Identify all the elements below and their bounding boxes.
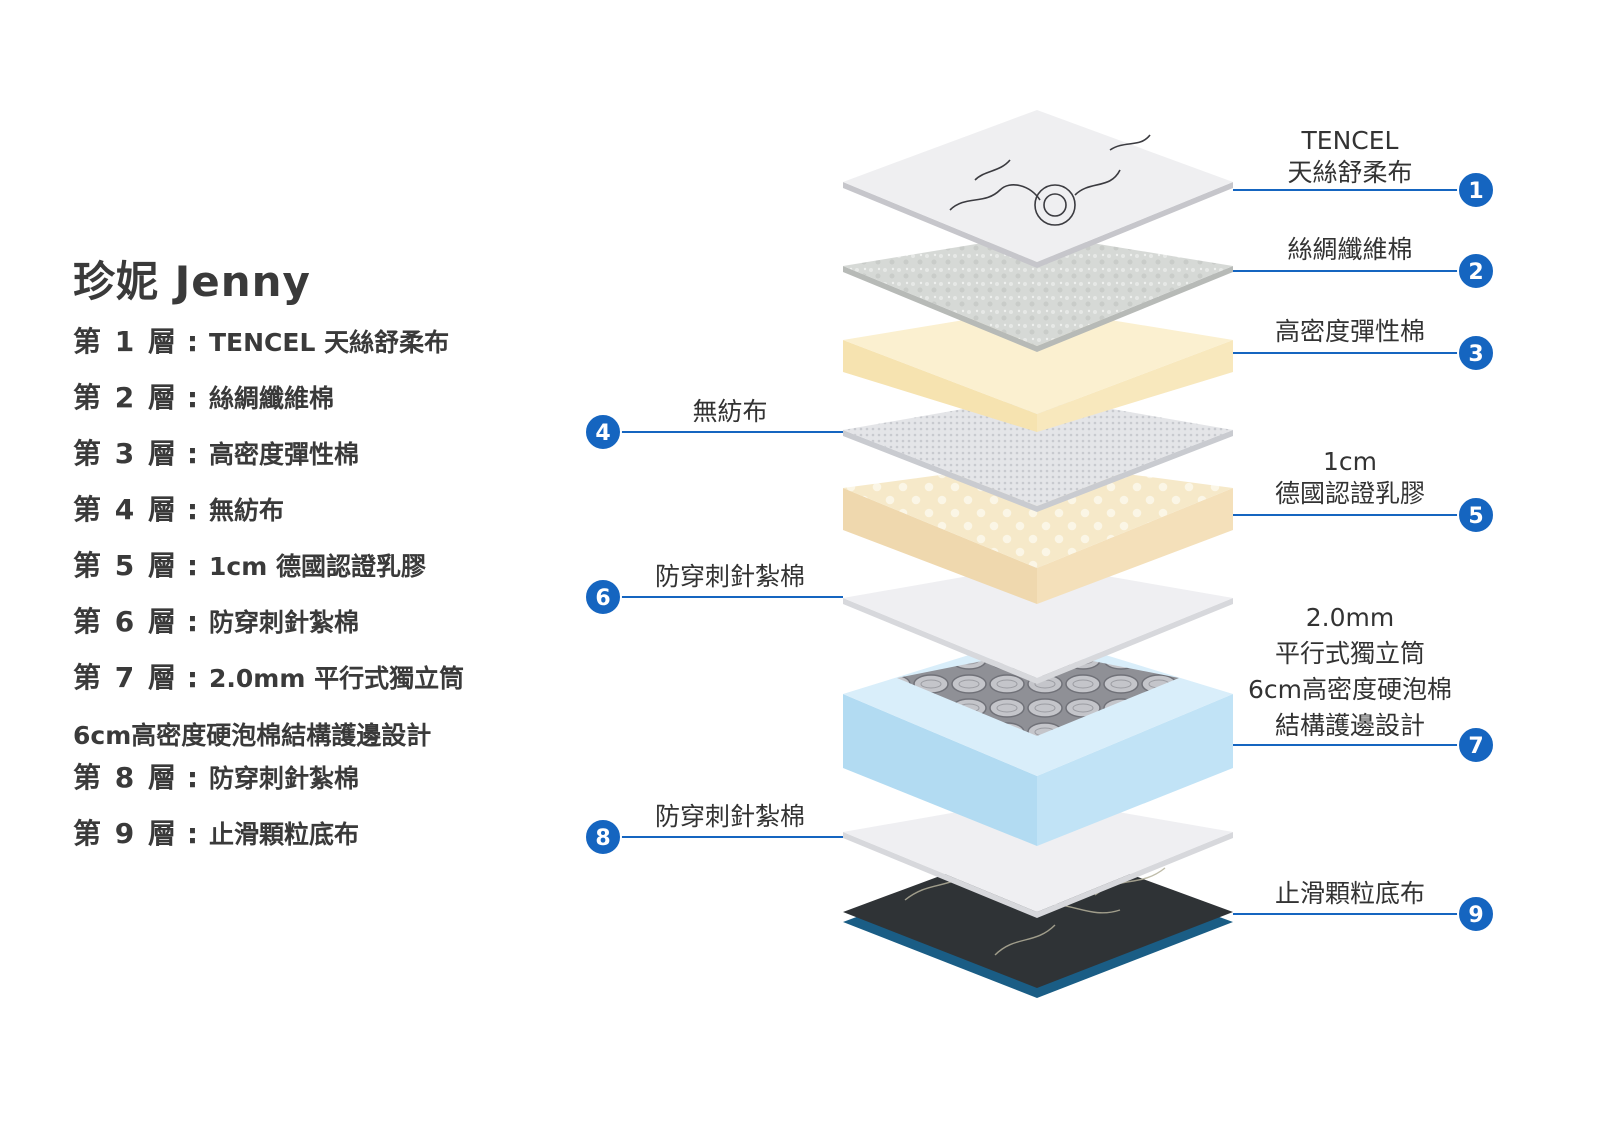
callout-line: 天絲舒柔布: [1287, 158, 1413, 187]
callout-line: 平行式獨立筒: [1274, 639, 1425, 668]
callout-line: 結構護邊設計: [1274, 711, 1425, 740]
layer-text: TENCEL 天絲舒柔布: [209, 328, 450, 357]
badge-number: 7: [1468, 734, 1483, 759]
layer-3-hd-foam: [843, 308, 1233, 432]
numbered-circle-badge-icon: [1457, 496, 1495, 534]
layer-label: 第 9 層: [73, 817, 178, 850]
layer-text: 防穿刺針紮棉: [209, 608, 360, 637]
layer-label: 第 2 層: [73, 381, 178, 414]
layer-text: 高密度彈性棉: [209, 440, 360, 469]
layer-list-item-9: 第 9 層 : 止滑顆粒底布: [73, 812, 359, 852]
numbered-circle-badge-icon: [584, 818, 622, 856]
layer-text: 止滑顆粒底布: [209, 820, 360, 849]
layer-7-pocket-springs: [843, 634, 1233, 846]
callout-line: 2.0mm: [1305, 603, 1395, 632]
layer-text-continued: 6cm高密度硬泡棉結構護邊設計: [73, 721, 432, 750]
badge-number: 9: [1468, 903, 1483, 928]
layer-label: 第 4 層: [73, 493, 178, 526]
callout-line: 1cm: [1322, 447, 1377, 476]
callout-badge-7: 7: [1457, 726, 1495, 764]
callout-badge-1: 1: [1457, 171, 1495, 209]
callout-badge-3: 3: [1457, 334, 1495, 372]
callout-label-5: 1cm 德國認證乳膠: [1250, 446, 1450, 510]
numbered-circle-badge-icon: [1457, 171, 1495, 209]
layer-list-item-2: 第 2 層 : 絲綢纖維棉: [73, 376, 334, 416]
badge-number: 5: [1468, 504, 1483, 529]
badge-number: 4: [595, 421, 610, 446]
callout-badge-8: 8: [584, 818, 622, 856]
callout-badge-5: 5: [1457, 496, 1495, 534]
layer-list-item-4: 第 4 層 : 無紡布: [73, 488, 284, 528]
callout-label-1: TENCEL 天絲舒柔布: [1250, 125, 1450, 189]
layer-sep: :: [186, 761, 201, 794]
layer-list-item-7: 第 7 層 : 2.0mm 平行式獨立筒: [73, 656, 464, 696]
numbered-circle-badge-icon: [1457, 895, 1495, 933]
callout-label-7: 2.0mm 平行式獨立筒 6cm高密度硬泡棉 結構護邊設計: [1240, 600, 1460, 744]
callout-label-6: 防穿刺針紮棉: [630, 561, 830, 593]
numbered-circle-badge-icon: [1457, 334, 1495, 372]
layer-list-item-5: 第 5 層 : 1cm 德國認證乳膠: [73, 544, 426, 584]
callout-line: 6cm高密度硬泡棉: [1247, 675, 1452, 704]
callout-line: TENCEL: [1301, 126, 1399, 155]
callout-badge-9: 9: [1457, 895, 1495, 933]
layer-sep: :: [186, 661, 201, 694]
layer-list-item-6: 第 6 層 : 防穿刺針紮棉: [73, 600, 359, 640]
badge-number: 6: [595, 586, 610, 611]
callout-label-3: 高密度彈性棉: [1250, 316, 1450, 348]
layer-label: 第 6 層: [73, 605, 178, 638]
layer-label: 第 5 層: [73, 549, 178, 582]
callout-line: 無紡布: [692, 397, 768, 426]
layer-sep: :: [186, 381, 201, 414]
layer-6-needle-felt: [843, 564, 1233, 684]
layer-list-item-1: 第 1 層 : TENCEL 天絲舒柔布: [73, 320, 449, 360]
callout-label-8: 防穿刺針紮棉: [630, 801, 830, 833]
layer-label: 第 1 層: [73, 325, 178, 358]
callout-badge-6: 6: [584, 578, 622, 616]
callout-line: 止滑顆粒底布: [1274, 879, 1425, 908]
layer-list-item-3: 第 3 層 : 高密度彈性棉: [73, 432, 359, 472]
numbered-circle-badge-icon: [584, 413, 622, 451]
layer-text: 絲綢纖維棉: [209, 384, 335, 413]
layer-sep: :: [186, 549, 201, 582]
badge-number: 1: [1468, 179, 1483, 204]
layer-1-tencel-fabric: [843, 110, 1233, 268]
badge-number: 8: [595, 826, 610, 851]
callout-line: 高密度彈性棉: [1274, 317, 1425, 346]
layer-sep: :: [186, 325, 201, 358]
callout-line: 德國認證乳膠: [1274, 479, 1425, 508]
layer-sep: :: [186, 605, 201, 638]
callout-label-4: 無紡布: [630, 396, 830, 428]
numbered-circle-badge-icon: [1457, 252, 1495, 290]
layer-list-item-8: 第 8 層 : 防穿刺針紮棉: [73, 756, 359, 796]
layer-text: 1cm 德國認證乳膠: [209, 552, 426, 581]
layer-4-nonwoven: [843, 396, 1233, 512]
layer-label: 第 3 層: [73, 437, 178, 470]
layer-label: 第 7 層: [73, 661, 178, 694]
numbered-circle-badge-icon: [584, 578, 622, 616]
layer-text: 防穿刺針紮棉: [209, 764, 360, 793]
callout-line: 絲綢纖維棉: [1287, 235, 1413, 264]
layer-5-latex: [843, 462, 1233, 604]
callout-badge-2: 2: [1457, 252, 1495, 290]
layer-8-needle-felt: [843, 798, 1233, 918]
callout-line: 防穿刺針紮棉: [654, 562, 805, 591]
layer-sep: :: [186, 437, 201, 470]
product-title: 珍妮 Jenny: [73, 257, 311, 306]
callout-label-2: 絲綢纖維棉: [1250, 234, 1450, 266]
callout-lines: [620, 189, 1460, 915]
callout-badge-4: 4: [584, 413, 622, 451]
layer-sep: :: [186, 493, 201, 526]
layer-label: 第 8 層: [73, 761, 178, 794]
callout-line: 防穿刺針紮棉: [654, 802, 805, 831]
badge-number: 3: [1468, 342, 1483, 367]
numbered-circle-badge-icon: [1457, 726, 1495, 764]
callout-label-9: 止滑顆粒底布: [1250, 878, 1450, 910]
layer-text: 無紡布: [209, 496, 285, 525]
layer-text: 2.0mm 平行式獨立筒: [209, 664, 465, 693]
layer-2-silk-fiber: [843, 234, 1233, 352]
layer-sep: :: [186, 817, 201, 850]
badge-number: 2: [1468, 260, 1483, 285]
